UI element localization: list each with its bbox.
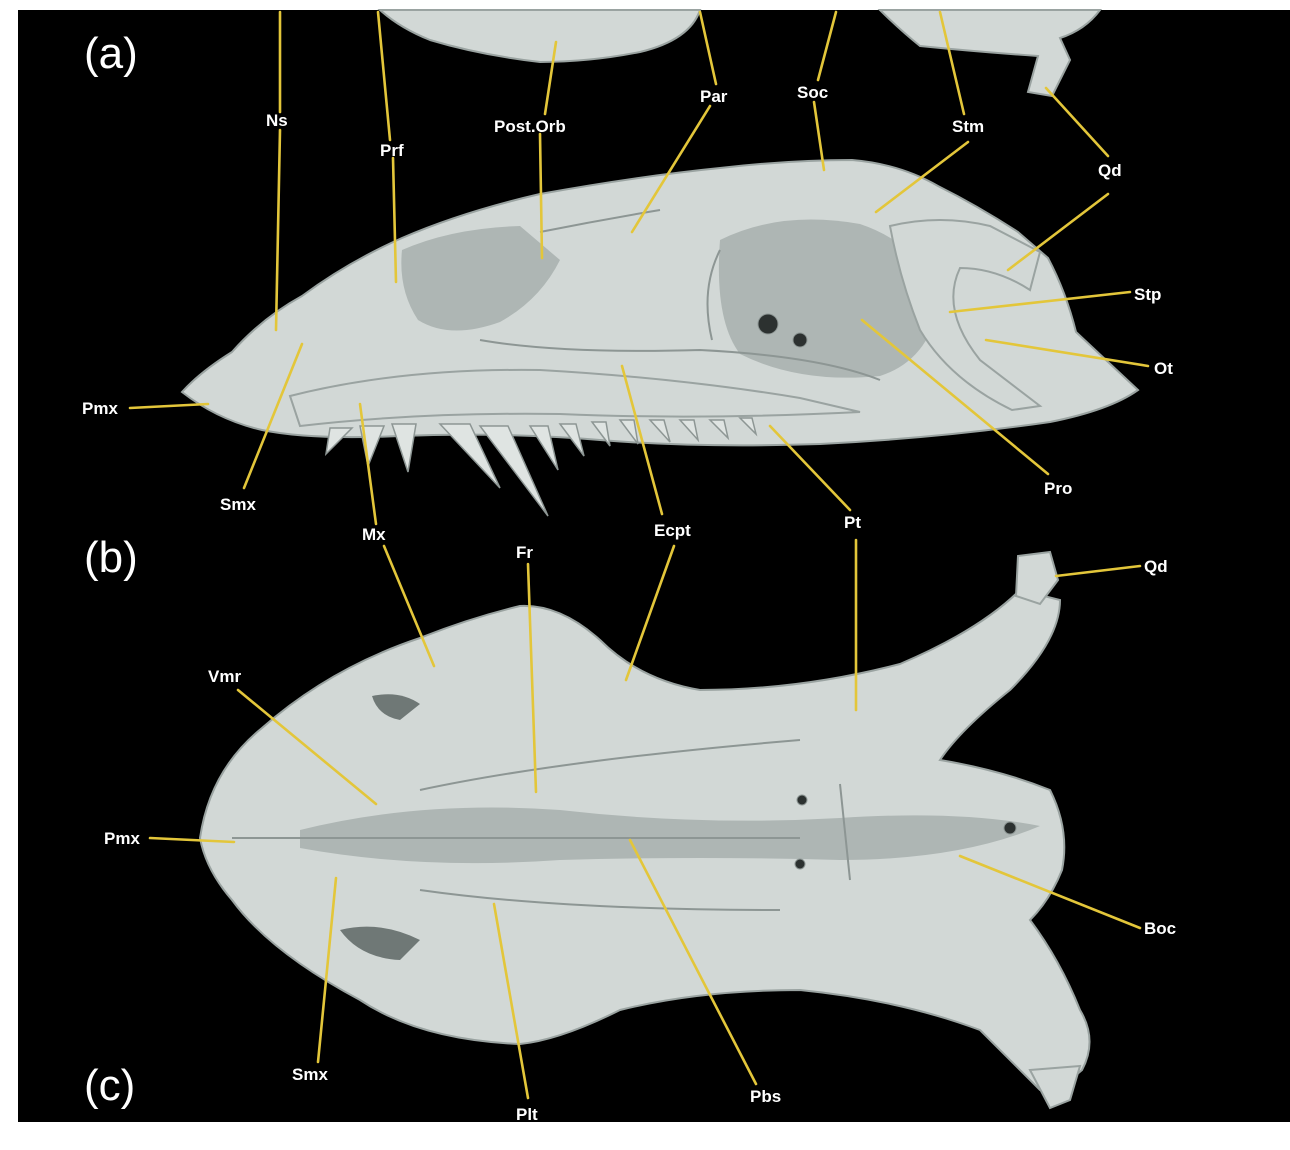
label-mx: Mx	[362, 525, 386, 544]
label-boc: Boc	[1144, 919, 1176, 938]
label-ecpt: Ecpt	[654, 521, 691, 540]
label-pt: Pt	[844, 513, 861, 532]
label-par: Par	[700, 87, 728, 106]
ventral-foramen-2	[795, 859, 805, 869]
label-vmr: Vmr	[208, 667, 241, 686]
label-smx-a: Smx	[220, 495, 256, 514]
panel-label-a: (a)	[84, 29, 138, 78]
panel-label-b: (b)	[84, 533, 138, 582]
ventral-foramen-1	[797, 795, 807, 805]
label-soc: Soc	[797, 83, 828, 102]
foramen-1	[758, 314, 778, 334]
label-post-orb: Post.Orb	[494, 117, 566, 136]
label-stm: Stm	[952, 117, 984, 136]
label-pro: Pro	[1044, 479, 1072, 498]
panel-label-c: (c)	[84, 1061, 135, 1110]
label-qd-a: Qd	[1098, 161, 1122, 180]
label-pbs: Pbs	[750, 1087, 781, 1106]
label-pmx-a: Pmx	[82, 399, 118, 418]
label-fr: Fr	[516, 543, 533, 562]
ventral-foramen-3	[1004, 822, 1016, 834]
label-ns: Ns	[266, 111, 288, 130]
label-qd-b: Qd	[1144, 557, 1168, 576]
label-plt: Plt	[516, 1105, 538, 1124]
label-pmx-c: Pmx	[104, 829, 140, 848]
label-smx-c: Smx	[292, 1065, 328, 1084]
foramen-2	[793, 333, 807, 347]
label-ot: Ot	[1154, 359, 1173, 378]
label-stp: Stp	[1134, 285, 1161, 304]
label-prf: Prf	[380, 141, 404, 160]
